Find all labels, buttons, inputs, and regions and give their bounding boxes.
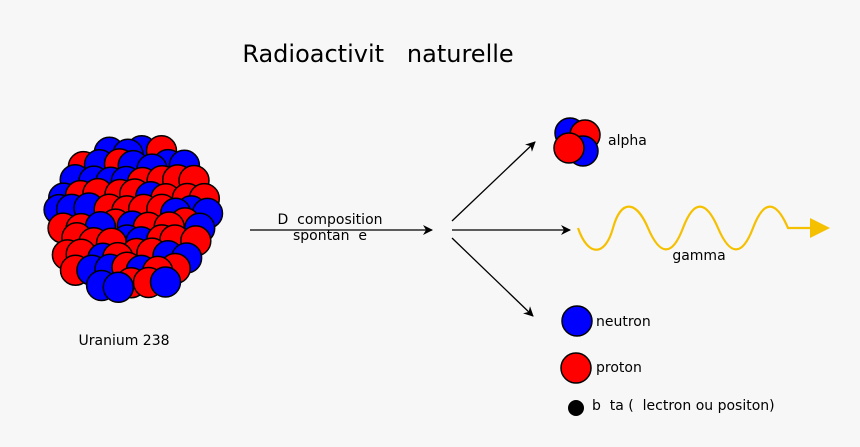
alpha-particle — [553, 117, 601, 167]
decay-label-line1: D composition — [277, 212, 382, 228]
alpha-arrow — [451, 141, 536, 222]
gamma-label: gamma — [672, 248, 725, 264]
alpha-proton — [553, 132, 585, 164]
beta-particle-icon — [568, 400, 584, 416]
proton-legend-icon — [560, 352, 592, 384]
nucleus-label: Uranium 238 — [78, 333, 169, 349]
proton-legend-label: proton — [596, 360, 642, 376]
neutron-legend-icon — [561, 305, 593, 337]
decay-label-line2: spontan e — [293, 228, 367, 244]
beta-arrow — [451, 237, 534, 317]
alpha-label: alpha — [608, 133, 647, 149]
uranium-nucleus — [43, 135, 224, 304]
diagram-title: Radioactivit naturelle — [242, 40, 513, 68]
beta-legend-label: b ta ( lectron ou positon) — [592, 398, 775, 414]
legend: neutron proton b ta ( lectron ou positon… — [560, 305, 775, 416]
nucleus-neutron — [102, 271, 135, 304]
neutron-legend-label: neutron — [596, 314, 651, 330]
nucleus-neutron — [149, 266, 182, 298]
gamma-wave — [576, 205, 810, 251]
gamma-arrowhead — [810, 218, 830, 238]
